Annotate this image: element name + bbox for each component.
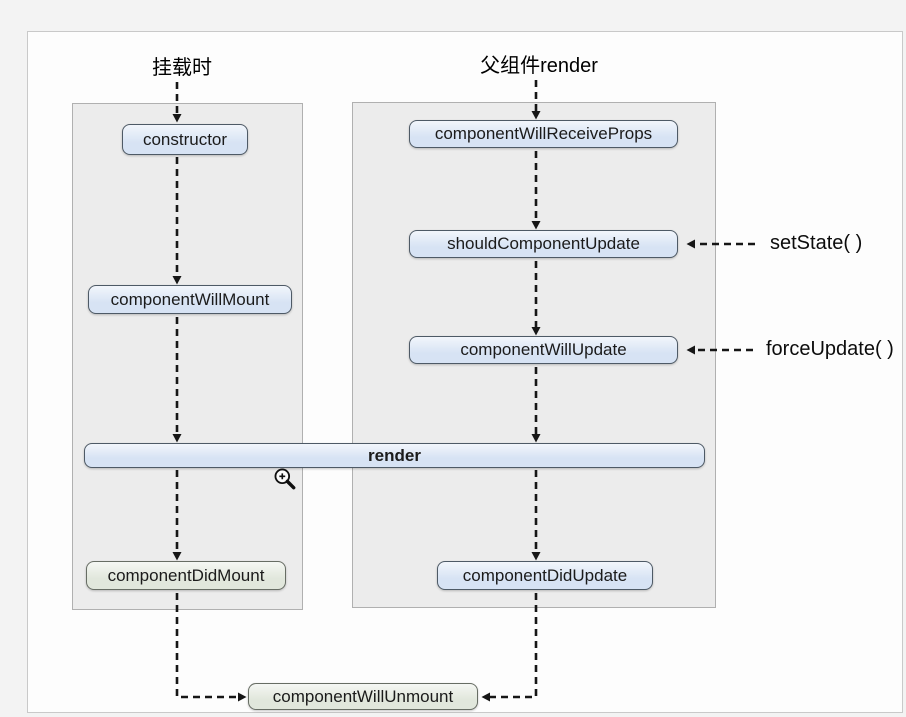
node-constructor: constructor [122, 124, 248, 155]
force-update-label: forceUpdate( ) [766, 338, 894, 360]
node-should-component-update: shouldComponentUpdate [409, 230, 678, 258]
node-component-will-update: componentWillUpdate [409, 336, 678, 364]
parent-render-title: 父组件render [480, 55, 598, 77]
node-component-will-mount: componentWillMount [88, 285, 292, 314]
mount-phase-panel [72, 103, 303, 610]
mount-title: 挂载时 [152, 57, 212, 79]
zoom-in-magnifier-icon [274, 468, 296, 490]
set-state-label: setState( ) [770, 232, 863, 254]
node-render: render [84, 443, 705, 468]
node-component-will-unmount: componentWillUnmount [248, 683, 478, 710]
node-component-did-mount: componentDidMount [86, 561, 286, 590]
node-component-will-receive-props: componentWillReceiveProps [409, 120, 678, 148]
node-component-did-update: componentDidUpdate [437, 561, 653, 590]
